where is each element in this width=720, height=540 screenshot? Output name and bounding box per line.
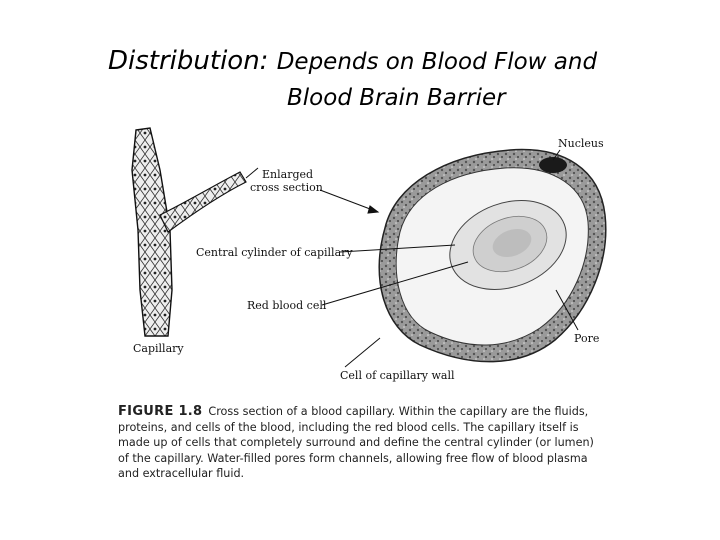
label-central-cylinder: Central cylinder of capillary	[196, 246, 353, 259]
slide-title-line2: Blood Brain Barrier	[287, 85, 506, 111]
leader-lines	[245, 149, 579, 368]
caption-text: Cross section of a blood capillary. With…	[118, 405, 594, 481]
caption-label: FIGURE 1.8	[118, 404, 203, 419]
label-capillary: Capillary	[133, 342, 184, 355]
nucleus-shape	[539, 157, 567, 173]
label-red-blood-cell: Red blood cell	[247, 299, 327, 312]
label-nucleus: Nucleus	[558, 137, 604, 150]
capillary-tube	[131, 127, 247, 337]
label-cell-wall: Cell of capillary wall	[340, 369, 455, 382]
label-cross-section: cross section	[250, 181, 323, 194]
title-rest: Depends on Blood Flow and	[276, 49, 598, 75]
cross-section	[378, 148, 607, 363]
title-lead: Distribution:	[108, 46, 269, 76]
label-enlarged: Enlarged	[262, 168, 313, 181]
slide-title: Distribution: Depends on Blood Flow and	[108, 46, 597, 76]
label-pore: Pore	[574, 332, 599, 345]
